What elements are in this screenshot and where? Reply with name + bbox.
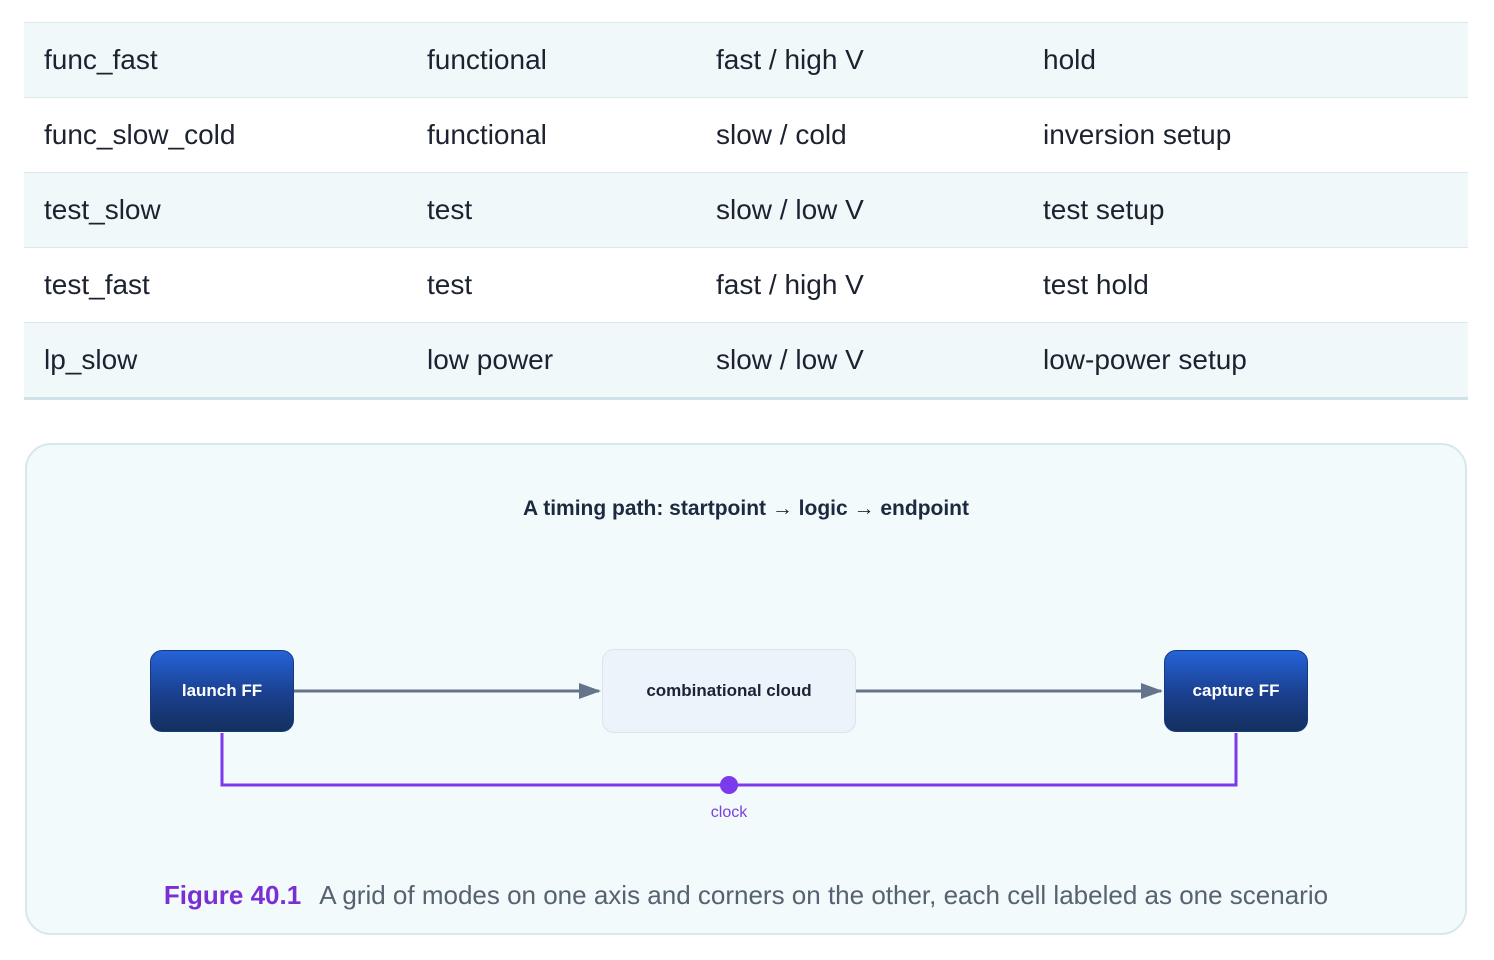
table-cell-scenario: test_slow — [44, 194, 161, 225]
launch-ff-label: launch FF — [181, 681, 263, 700]
combinational-cloud-node: combinational cloud — [602, 649, 856, 733]
wire-diagram — [220, 683, 1238, 794]
table-cell-scenario: func_fast — [44, 44, 158, 75]
scenario-table: func_fast functional fast / high V hold … — [24, 0, 1468, 400]
clock-source-dot — [720, 776, 738, 794]
capture-ff-label: capture FF — [1192, 681, 1280, 700]
table-cell-mode: functional — [427, 119, 547, 150]
table-row-partial — [24, 0, 1468, 23]
table-cell-corner: slow / cold — [716, 119, 847, 150]
figure-title: A timing path: startpoint → logic → endp… — [522, 497, 969, 520]
table-cell-check: low-power setup — [1043, 344, 1247, 375]
table-cell-mode: low power — [427, 344, 554, 375]
table-cell-check: inversion setup — [1043, 119, 1232, 150]
table-cell-corner: fast / high V — [716, 269, 864, 300]
table-row: test_fast test fast / high V test hold — [24, 248, 1468, 323]
table-cell-mode: test — [427, 269, 473, 300]
table-row: lp_slow low power slow / low V low-power… — [24, 323, 1468, 400]
figure-caption-text: A grid of modes on one axis and corners … — [319, 880, 1329, 910]
table-cell-check: test setup — [1043, 194, 1165, 225]
figure-caption: Figure 40.1 A grid of modes on one axis a… — [27, 880, 1465, 911]
combinational-cloud-label: combinational cloud — [646, 681, 812, 700]
figure-number: Figure 40.1 — [163, 880, 302, 910]
table-cell-scenario: lp_slow — [44, 344, 138, 375]
table-cell-scenario: func_slow_cold — [44, 119, 236, 150]
table-cell-corner: slow / low V — [716, 344, 864, 375]
table-cell-mode: test — [427, 194, 473, 225]
capture-ff-node: capture FF — [1164, 650, 1308, 732]
launch-ff-node: launch FF — [150, 650, 294, 732]
table-cell-mode: functional — [427, 44, 547, 75]
table-cell-check: test hold — [1043, 269, 1149, 300]
table-row: test_slow test slow / low V test setup — [24, 173, 1468, 248]
table-cell-check: hold — [1043, 44, 1096, 75]
table-cell-scenario: test_fast — [44, 269, 150, 300]
clock-label: clock — [710, 804, 748, 821]
table-cell-corner: fast / high V — [716, 44, 864, 75]
timing-path-figure: A timing path: startpoint → logic → endp… — [25, 443, 1467, 935]
table-row: func_fast functional fast / high V hold — [24, 23, 1468, 98]
table-cell-corner: slow / low V — [716, 194, 864, 225]
table-row: func_slow_cold functional slow / cold in… — [24, 98, 1468, 173]
